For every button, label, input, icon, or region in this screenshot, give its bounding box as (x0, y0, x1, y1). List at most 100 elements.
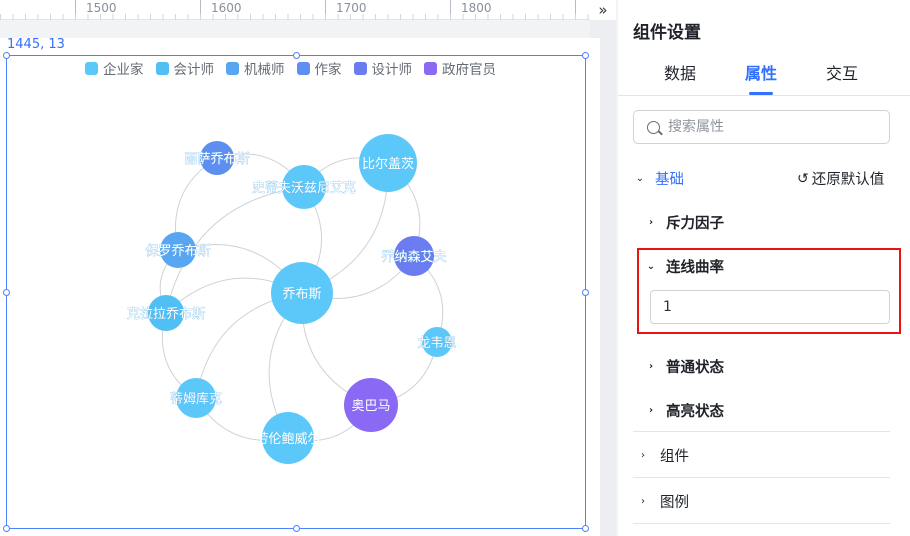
resize-handle[interactable] (582, 52, 589, 59)
active-tab-indicator (749, 92, 773, 95)
legend-label: 会计师 (173, 62, 215, 78)
legend-swatch (85, 61, 98, 75)
legend-item[interactable]: 会计师 (155, 58, 215, 78)
coordinate-readout: 1445, 13 (7, 37, 65, 52)
ruler-tick: 1500 (86, 1, 117, 15)
graph-node[interactable]: 蒂姆库克 (170, 378, 222, 418)
graph-node[interactable]: 克拉拉乔布斯 (127, 295, 205, 331)
legend-item[interactable]: 机械师 (226, 58, 285, 78)
graph-node-label: 比尔盖茨 (362, 157, 414, 172)
tab-divider (618, 95, 910, 96)
group-highlight-state[interactable]: › 高亮状态 (644, 400, 724, 421)
legend-item[interactable]: 作家 (296, 58, 342, 78)
legend-label: 设计师 (371, 62, 413, 78)
section-divider (633, 477, 890, 478)
panel-title: 组件设置 (633, 23, 701, 43)
graph-node[interactable]: 史蒂夫沃兹尼艾克 (252, 165, 356, 209)
annotation-highlight-box (637, 248, 901, 334)
chevron-right-icon: › (648, 361, 654, 372)
legend-swatch (155, 61, 169, 75)
legend-swatch (353, 61, 367, 75)
force-factor-label: 斥力因子 (666, 216, 724, 232)
highlight-state-label: 高亮状态 (666, 404, 724, 420)
chevron-right-icon: › (648, 405, 654, 416)
link-curvature-input[interactable] (650, 290, 890, 324)
graph-node-circle[interactable] (160, 232, 196, 268)
section-component-label: 组件 (660, 449, 689, 465)
graph-node[interactable]: 龙韦恩 (417, 327, 457, 357)
legend-swatch (226, 61, 239, 75)
graph-node[interactable]: 丽萨乔布斯 (184, 141, 250, 175)
graph-node-circle[interactable] (262, 412, 314, 464)
graph-node-label: 保罗乔布斯 (145, 244, 210, 259)
graph-link (165, 186, 305, 314)
legend-label: 企业家 (103, 62, 144, 78)
resize-handle[interactable] (3, 525, 10, 532)
graph-node-circle[interactable] (394, 236, 434, 276)
graph-node-circle[interactable] (176, 378, 216, 418)
graph-node[interactable]: 乔纳森艾夫 (381, 236, 447, 276)
section-basic[interactable]: ⌄ 基础 (633, 168, 684, 189)
graph-node-label: 丽萨乔布斯 (184, 152, 249, 167)
search-icon (647, 121, 660, 134)
legend-item[interactable]: 政府官员 (424, 58, 496, 78)
group-force-factor[interactable]: › 斥力因子 (644, 212, 724, 233)
ruler-tick: 1600 (211, 1, 242, 15)
legend-swatch (424, 61, 437, 75)
section-component[interactable]: › 组件 (636, 445, 689, 466)
resize-handle[interactable] (582, 289, 589, 296)
tab-interaction[interactable]: 交互 (826, 64, 859, 83)
graph-node-label: 奥巴马 (351, 399, 390, 414)
graph-node[interactable]: 保罗乔布斯 (145, 232, 211, 268)
link-curvature-label: 连线曲率 (666, 260, 724, 276)
chevron-right-icon: › (648, 217, 654, 228)
horizontal-ruler: 1500 1600 1700 1800 (0, 0, 590, 20)
collapse-panel-icon[interactable]: » (590, 0, 616, 20)
tab-data[interactable]: 数据 (664, 64, 697, 83)
tab-properties[interactable]: 属性 (745, 64, 778, 83)
graph-node[interactable]: 乔布斯 (271, 262, 333, 324)
undo-icon: ↺ (797, 170, 809, 187)
section-divider (633, 523, 890, 524)
property-search-box[interactable] (633, 110, 890, 144)
graph-node-label: 史蒂夫沃兹尼艾克 (252, 181, 356, 196)
component-settings-panel: 组件设置 数据 属性 交互 ⌄ 基础 ↺ 还原默认值 › 斥力因子 ⌄ 连线曲率… (618, 0, 910, 536)
resize-handle[interactable] (582, 525, 589, 532)
graph-node[interactable]: 比尔盖茨 (359, 134, 417, 192)
graph-node-label: 蒂姆库克 (170, 391, 222, 407)
legend-label: 机械师 (244, 62, 285, 78)
graph-node-label: 克拉拉乔布斯 (127, 307, 205, 322)
group-link-curvature[interactable]: ⌄ 连线曲率 (644, 256, 724, 277)
graph-node-circle[interactable] (282, 165, 326, 209)
legend-swatch (296, 61, 310, 75)
resize-handle[interactable] (293, 52, 300, 59)
group-normal-state[interactable]: › 普通状态 (644, 356, 724, 377)
graph-node-circle[interactable] (344, 378, 398, 432)
resize-handle[interactable] (3, 289, 10, 296)
chevron-down-icon: ⌄ (646, 261, 656, 272)
legend-item[interactable]: 企业家 (85, 58, 144, 78)
legend-item[interactable]: 设计师 (353, 58, 413, 78)
ruler-tick: 1700 (336, 1, 367, 15)
normal-state-label: 普通状态 (666, 360, 724, 376)
resize-handle[interactable] (293, 525, 300, 532)
graph-node-circle[interactable] (359, 134, 417, 192)
graph-node[interactable]: 奥巴马 (344, 378, 398, 432)
chevron-right-icon: › (641, 496, 645, 507)
section-legend[interactable]: › 图例 (636, 491, 689, 512)
graph-node-circle[interactable] (271, 262, 333, 324)
graph-node[interactable]: 劳伦鲍威尔 (255, 412, 321, 464)
reset-defaults-button[interactable]: ↺ 还原默认值 (797, 168, 884, 189)
property-search-input[interactable] (668, 112, 878, 142)
legend-label: 政府官员 (442, 62, 496, 78)
graph-node-circle[interactable] (422, 327, 452, 357)
ruler-marks (0, 0, 589, 20)
resize-handle[interactable] (3, 52, 10, 59)
selected-component-frame[interactable] (3, 52, 589, 532)
section-divider (633, 431, 890, 432)
graph-node-circle[interactable] (200, 141, 234, 175)
graph-node-label: 劳伦鲍威尔 (255, 431, 320, 447)
graph-node-label: 乔纳森艾夫 (381, 250, 446, 265)
graph-node-circle[interactable] (148, 295, 184, 331)
